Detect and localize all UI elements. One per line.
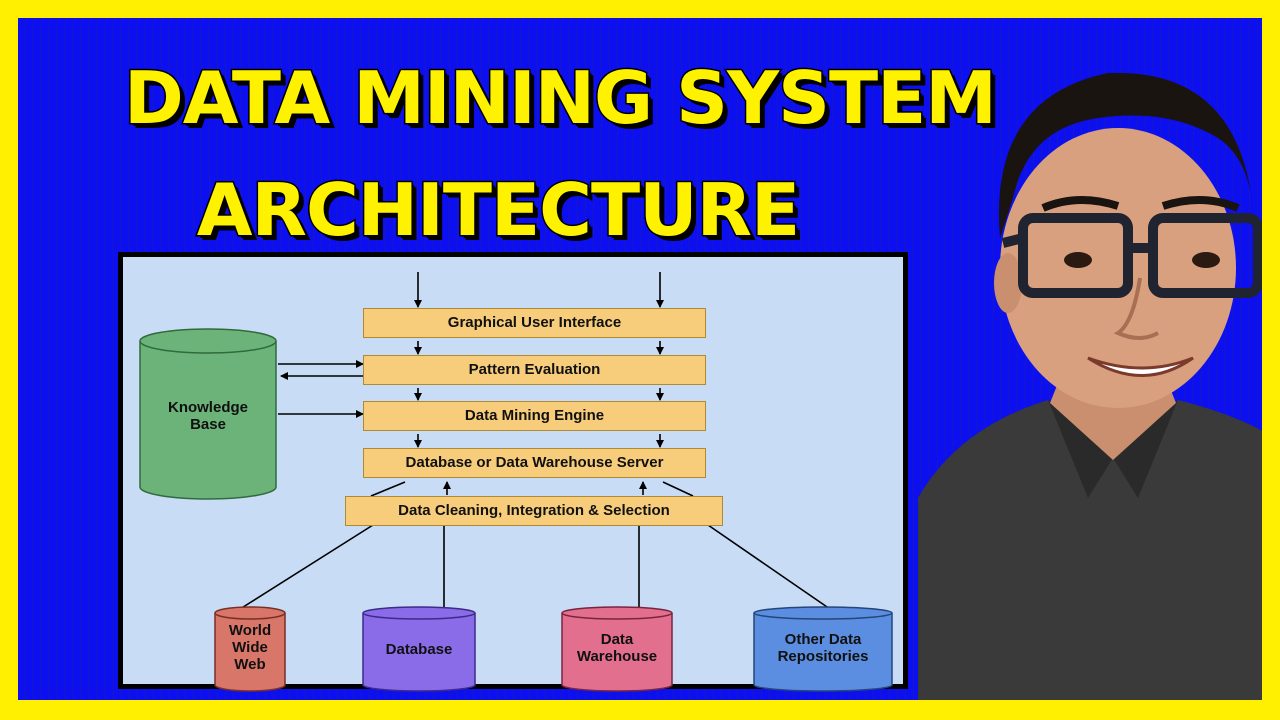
cylinder-shape — [139, 328, 277, 500]
other-label-1: Other Data — [784, 631, 862, 648]
www-label-2: Wide — [232, 639, 268, 656]
data-warehouse-label-2: Warehouse — [576, 648, 658, 665]
presenter-hair — [998, 72, 1253, 238]
title-line-2: ARCHITECTURE — [195, 167, 801, 254]
presenter-shirt — [918, 400, 1262, 700]
diagram-connectors — [239, 272, 831, 610]
cylinder-shape — [753, 606, 893, 692]
source-data-warehouse-cylinder: Data Warehouse — [560, 605, 674, 693]
presenter-face — [1000, 128, 1236, 408]
knowledge-base-label-2: Base — [190, 416, 226, 433]
layer-cleaning: Data Cleaning, Integration & Selection — [345, 496, 723, 526]
presenter-photo — [918, 72, 1262, 700]
layer-pattern-evaluation: Pattern Evaluation — [363, 355, 706, 385]
presenter-smile — [1087, 356, 1194, 377]
thumbnail-frame: DATA MINING SYSTEM ARCHITECTURE — [18, 18, 1262, 700]
architecture-diagram: Graphical User Interface Pattern Evaluat… — [118, 252, 908, 692]
www-label-3: Web — [234, 656, 266, 673]
layer-data-mining-engine: Data Mining Engine — [363, 401, 706, 431]
title-line-1: DATA MINING SYSTEM — [123, 55, 999, 142]
layer-db-server: Database or Data Warehouse Server — [363, 448, 706, 478]
knowledge-base-label-1: Knowledge — [167, 399, 248, 416]
cylinder-shape — [362, 606, 476, 692]
layer-gui: Graphical User Interface — [363, 308, 706, 338]
cylinder-shape — [561, 606, 673, 692]
www-label-1: World — [228, 622, 272, 639]
cylinder-shape — [214, 606, 286, 692]
data-warehouse-label-1: Data — [600, 631, 634, 648]
presenter-glasses — [1001, 213, 1262, 298]
database-label: Database — [385, 641, 453, 658]
other-label-2: Repositories — [777, 648, 869, 665]
knowledge-base-cylinder: Knowledge Base — [138, 327, 278, 502]
source-www-cylinder: World Wide Web — [213, 605, 287, 693]
source-other-cylinder: Other Data Repositories — [752, 605, 894, 693]
source-database-cylinder: Database — [361, 605, 477, 693]
